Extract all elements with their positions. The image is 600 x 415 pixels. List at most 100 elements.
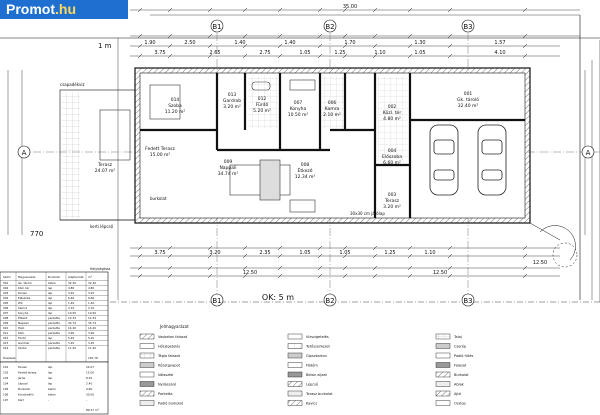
legend-swatch	[435, 381, 451, 387]
room-schedule-cell: 34.74	[88, 321, 96, 325]
room-schedule-total-label: Összesen	[3, 355, 16, 360]
axis-label-bottom-b2: B2	[325, 297, 334, 305]
room-schedule-cell: 10.50	[68, 311, 76, 315]
note-paving: burkolat	[150, 196, 167, 201]
dimension-tick	[167, 33, 173, 39]
legend-swatch	[435, 371, 451, 378]
room-002-name: Közl. tér	[383, 109, 401, 116]
dimension-tick	[277, 245, 283, 251]
zone-label: 1 m	[98, 42, 112, 50]
room-schedule-cell: 3.20	[88, 341, 94, 345]
watermark-brand: Promot	[6, 1, 55, 17]
dimension-tick	[447, 53, 453, 59]
room-013-area: 3.20 m²	[223, 104, 241, 110]
room-002-id: 002	[388, 104, 397, 110]
legend-swatch	[435, 390, 451, 397]
room-schedule-cell: 32.40	[68, 281, 76, 285]
room-schedule-cell: Étkező	[18, 315, 28, 320]
room-schedule-cell: 4.80	[68, 286, 74, 290]
room-schedule-cell: 3.90	[88, 331, 94, 335]
dimension-tick	[277, 7, 283, 13]
legend-swatch	[139, 352, 155, 359]
room-schedule-cell: 6.60	[88, 296, 94, 300]
room-006-area: 2.10 m²	[323, 112, 341, 118]
dimension-tick	[242, 253, 248, 259]
room-schedule-2-cell: 107	[3, 398, 9, 402]
car-right-icon	[477, 124, 507, 196]
axis-label-left-a: A	[22, 149, 27, 157]
room-schedule-2-cell: 101	[3, 365, 9, 369]
legend-item-label: Talaj	[453, 335, 462, 339]
dimension-tick	[407, 273, 413, 279]
furniture	[99, 79, 316, 213]
axis-label-right-a: A	[586, 149, 591, 157]
room-008-area: 12.34 m²	[295, 174, 316, 180]
room-schedule-cell: 14.20	[88, 326, 96, 330]
dimension-tick	[317, 245, 323, 251]
legend-swatch	[139, 333, 155, 340]
dimension-tick	[407, 245, 413, 251]
legend-item-label: Parketta	[158, 392, 172, 396]
dimension-tick	[242, 43, 248, 49]
room-schedule-2-cell: Kert	[18, 398, 25, 402]
room-schedule-2-cell: Fedett terasz	[18, 371, 37, 375]
dimension-tick	[317, 253, 323, 259]
room-schedule-cell: 10.50	[88, 311, 96, 315]
room-schedule-2-cell: Kocsibeálló	[18, 393, 34, 397]
room-schedule-2-cell: Burkolat	[18, 387, 31, 391]
room-schedule-cell: 2.10	[88, 306, 94, 310]
legend-swatch	[435, 343, 451, 349]
room-schedule-2-cell: 8.20	[86, 376, 92, 380]
room-schedule-2-cell: 103	[3, 376, 9, 380]
room-012-id: 012	[258, 96, 267, 102]
dimension-tick	[372, 43, 378, 49]
dimension-tick	[242, 273, 248, 279]
dimension-tick	[372, 7, 378, 13]
room-003-name: Terasz	[384, 198, 400, 204]
room-013-name: Gardrob	[223, 98, 241, 104]
room-012-name: Fürdő	[256, 102, 269, 108]
room-014-id: 014	[171, 97, 180, 103]
legend-swatch	[435, 333, 451, 340]
dimension-tick	[207, 33, 213, 39]
dimension-tick	[167, 43, 173, 49]
dimension-tick	[342, 253, 348, 259]
legend-item-label: Nyílászáró	[158, 383, 176, 387]
dimension-tick	[207, 273, 213, 279]
legend-swatch	[139, 343, 155, 349]
room-schedule-cell: 12.34	[88, 316, 96, 320]
dimension-ticks	[137, 7, 528, 279]
dimension-tick	[207, 265, 213, 271]
dimension-tick	[277, 265, 283, 271]
dim-top2-1: 3.75	[154, 50, 165, 56]
room-schedule-cell: parketta	[48, 331, 60, 335]
dimension-tick	[372, 273, 378, 279]
room-schedule-cell: parketta	[48, 321, 60, 325]
room-schedule-2-total: 89.27 m²	[86, 408, 99, 412]
room-schedule-cell: 1.40	[68, 301, 74, 305]
axis-label-top-b1: B1	[212, 23, 221, 31]
room-schedule-title: Helyiséglista	[90, 267, 110, 271]
room-schedule-cell: 11.20	[68, 346, 76, 350]
legend-item-label: Ablak	[454, 383, 465, 387]
room-schedule-2-cell: lap	[48, 371, 52, 375]
dimension-tick	[242, 53, 248, 59]
legend-item-label: Lépcső	[306, 383, 318, 387]
dimension-tick	[207, 253, 213, 259]
room-schedule-header-cell: m²	[88, 275, 92, 279]
room-007-name: Konyha	[290, 106, 307, 112]
terrace-outline	[59, 89, 136, 221]
dim-top2-3: 2.75	[259, 50, 270, 56]
room-schedule-cell: Előszoba	[18, 296, 31, 300]
legend-item-label: Beton aljzat	[306, 373, 327, 377]
legend-item-label: Gipszkarton	[306, 354, 327, 358]
legend-item-label: Padló fűtés	[454, 354, 474, 358]
room-schedule-2-cell: lap	[48, 365, 52, 369]
room-007-area: 10.50 m²	[288, 112, 309, 118]
dimension-tick	[317, 265, 323, 271]
legend-swatch	[287, 343, 303, 349]
room-008-name: Étkező	[298, 166, 313, 174]
